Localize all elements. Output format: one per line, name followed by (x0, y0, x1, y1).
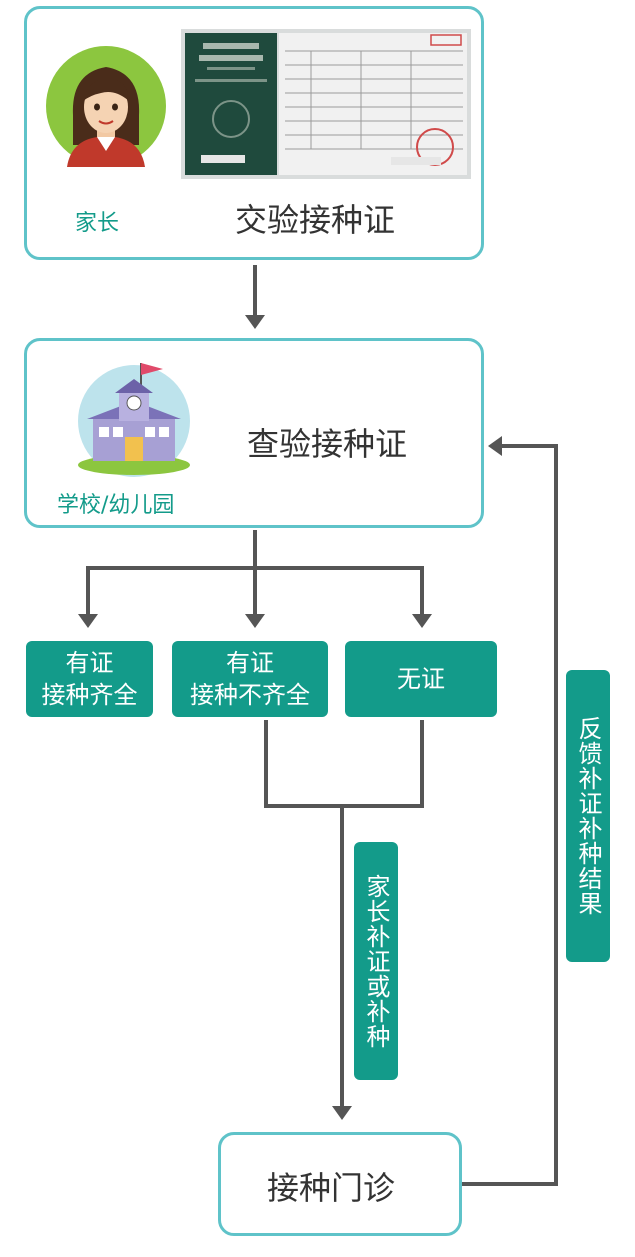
branch-middle-drop (253, 566, 257, 616)
branch-middle-arrow (245, 614, 265, 628)
branch-left-drop (86, 566, 90, 616)
merge-horizontal (264, 804, 424, 808)
outcome-incomplete-line2: 接种不齐全 (190, 681, 310, 709)
school-role-label: 学校/幼儿园 (57, 493, 175, 518)
parent-avatar-icon (45, 45, 167, 167)
clinic-box: 接种门诊 (218, 1132, 462, 1236)
school-building-icon (71, 353, 197, 479)
outcome-complete: 有证 接种齐全 (26, 641, 153, 717)
school-step-box: 学校/幼儿园 查验接种证 (24, 338, 484, 528)
merge-down-to-clinic (340, 804, 344, 1110)
outcome-no-certificate: 无证 (345, 641, 497, 717)
outcome-incomplete: 有证 接种不齐全 (172, 641, 328, 717)
vaccination-certificate-icon (181, 29, 471, 179)
parent-role-label: 家长 (75, 211, 120, 236)
feedback-bottom (462, 1182, 558, 1186)
merge-right-drop (420, 720, 424, 808)
clinic-label: 接种门诊 (267, 1169, 396, 1207)
feedback-vertical (554, 444, 558, 1186)
branch-right-arrow (412, 614, 432, 628)
clinic-arrow-head (332, 1106, 352, 1120)
outcome-complete-line2: 接种齐全 (41, 681, 138, 709)
arrow-head-1 (245, 315, 265, 329)
arrow-line-1 (253, 265, 257, 317)
branch-right-drop (420, 566, 424, 616)
feedback-result-label: 反馈补证补种结果 (566, 670, 610, 962)
parent-step-box: 家长 交验接种证 (24, 6, 484, 260)
check-certificate-label: 查验接种证 (247, 425, 408, 463)
parent-supplement-label: 家长补证或补种 (354, 842, 398, 1080)
feedback-arrow-head (488, 436, 502, 456)
outcome-complete-line1: 有证 (65, 649, 114, 677)
feedback-top (500, 444, 558, 448)
merge-left-drop (264, 720, 268, 808)
outcome-no-certificate-line1: 无证 (397, 665, 445, 693)
branch-stem (253, 530, 257, 570)
outcome-incomplete-line1: 有证 (226, 649, 274, 677)
branch-left-arrow (78, 614, 98, 628)
submit-certificate-label: 交验接种证 (235, 201, 396, 239)
